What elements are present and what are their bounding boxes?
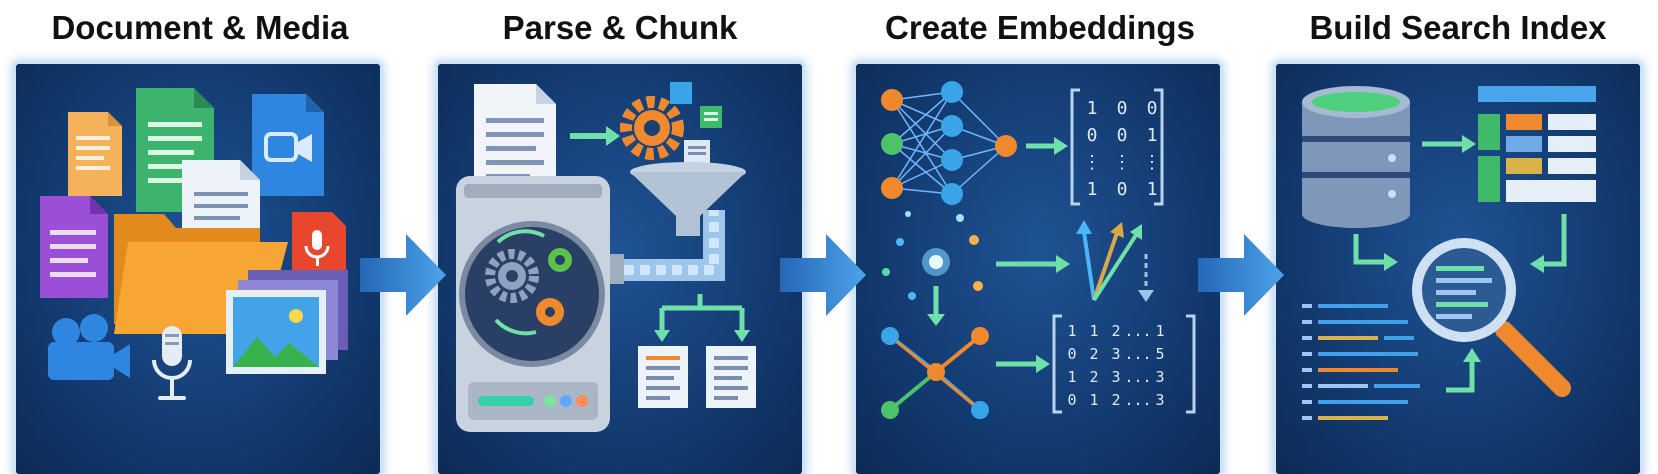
- matrix-cell: 1: [1067, 368, 1076, 386]
- matrix-cell: ⋮: [1083, 152, 1101, 173]
- document-icon: [706, 346, 756, 408]
- matrix-cell: 0: [1117, 98, 1128, 119]
- microphone-icon: [152, 326, 192, 400]
- graph-icon: [881, 327, 989, 419]
- matrix-cell: 1: [1147, 125, 1158, 146]
- matrix-cell: ⋮: [1143, 152, 1161, 173]
- matrix-cell: 0: [1117, 125, 1128, 146]
- matrix-cell: 2: [1111, 322, 1120, 340]
- matrix-cell: 0: [1117, 179, 1128, 200]
- matrix-cell: 0: [1067, 391, 1076, 409]
- image-icon: [226, 270, 348, 374]
- gear-icon: [485, 249, 539, 303]
- video-icon: [252, 94, 324, 196]
- database-icon: [1302, 86, 1410, 228]
- stage-title-build-search-index: Build Search Index: [1309, 9, 1607, 46]
- vector-icon: [1076, 220, 1154, 302]
- matrix-cell: ⋮: [1113, 152, 1131, 173]
- table-icon: [1478, 86, 1596, 202]
- matrix-cell: 0: [1147, 98, 1158, 119]
- panel-parse-chunk: [438, 64, 802, 474]
- matrix-cell: 1: [1087, 179, 1098, 200]
- flow-arrow-1: [360, 234, 446, 316]
- matrix-cell: 1: [1087, 98, 1098, 119]
- matrix-cell: 2: [1111, 391, 1120, 409]
- panel-build-search-index: [1276, 64, 1640, 474]
- matrix-cell: 1: [1147, 179, 1158, 200]
- matrix-cell: ...: [1124, 322, 1151, 340]
- flow-arrow-2: [780, 234, 866, 316]
- matrix-cell: 0: [1087, 125, 1098, 146]
- matrix-cell: 1: [1067, 322, 1076, 340]
- matrix-cell: 3: [1155, 368, 1164, 386]
- vector-icon: [882, 211, 983, 300]
- gear-icon: [620, 82, 722, 166]
- matrix-cell: ...: [1124, 345, 1151, 363]
- gear-icon: [548, 248, 572, 272]
- matrix-cell: 3: [1111, 368, 1120, 386]
- matrix-cell: ...: [1124, 368, 1151, 386]
- panel-document-media: [16, 64, 380, 474]
- matrix-large: [1052, 314, 1196, 414]
- matrix-cell: 0: [1067, 345, 1076, 363]
- stage-title-document-media: Document & Media: [51, 9, 349, 46]
- matrix-cell: 2: [1089, 368, 1098, 386]
- stage-title-create-embeddings: Create Embeddings: [885, 9, 1195, 46]
- results-list: [1302, 304, 1420, 420]
- video-icon: [48, 314, 130, 380]
- flow-arrow-3: [1198, 234, 1284, 316]
- document-icon: [40, 196, 108, 298]
- gear-icon: [536, 298, 564, 326]
- matrix-cell: 1: [1155, 322, 1164, 340]
- matrix-cell: 1: [1089, 391, 1098, 409]
- matrix-cell: ...: [1124, 391, 1151, 409]
- matrix-cell: 3: [1155, 391, 1164, 409]
- audio-icon: [292, 212, 346, 278]
- matrix-cell: 5: [1155, 345, 1164, 363]
- funnel-icon: [630, 162, 746, 236]
- neural-network-icon: [881, 81, 1017, 205]
- matrix-small: [1070, 88, 1164, 206]
- matrix-cell: 2: [1089, 345, 1098, 363]
- matrix-cell: 3: [1111, 345, 1120, 363]
- document-icon: [638, 346, 688, 408]
- stage-title-parse-chunk: Parse & Chunk: [502, 9, 738, 46]
- magnifier-icon: [1412, 238, 1571, 397]
- document-icon: [68, 112, 122, 196]
- matrix-cell: 1: [1089, 322, 1098, 340]
